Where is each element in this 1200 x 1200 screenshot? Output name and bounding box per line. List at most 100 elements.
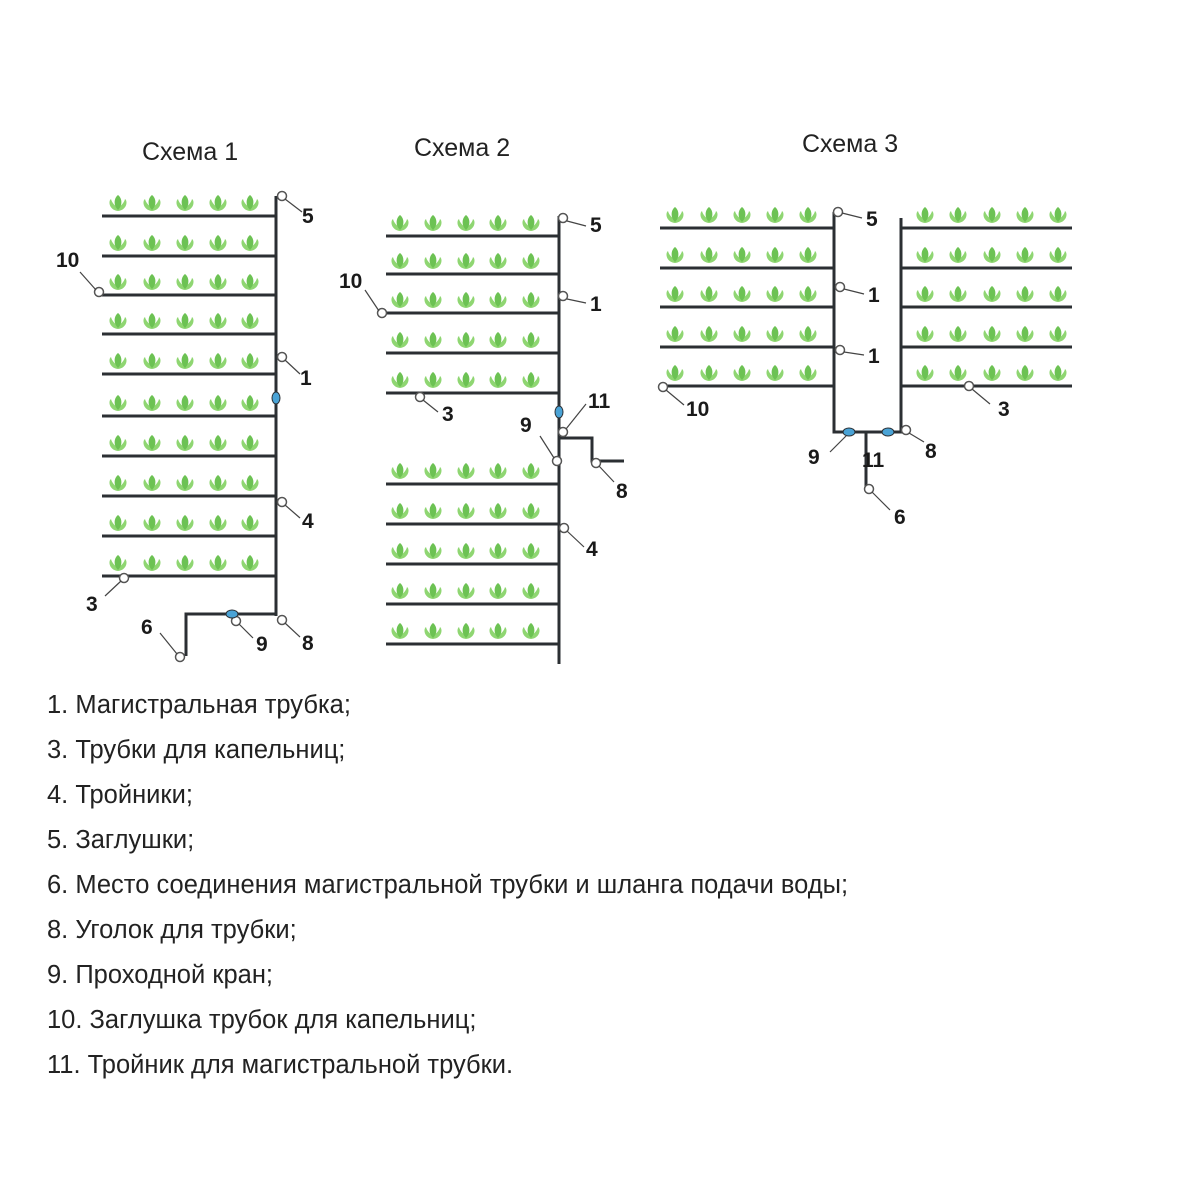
plant-icon [666, 286, 684, 302]
plant-icon [241, 555, 259, 571]
scheme-2-row [386, 503, 559, 526]
scheme-1-row [102, 195, 276, 218]
scheme-3-leader-lines [665, 212, 991, 511]
plant-icon [457, 215, 475, 231]
scheme-2-row [386, 215, 559, 238]
scheme-2-callout-8: 8 [616, 480, 628, 503]
plant-icon [489, 623, 507, 639]
plant-icon [109, 274, 127, 290]
scheme-3-callout-6: 6 [894, 506, 906, 529]
legend-item-8: 8. Уголок для трубки; [47, 916, 297, 944]
plant-icon [766, 326, 784, 342]
plant-icon [983, 365, 1001, 381]
legend-item-4: 4. Тройники; [47, 781, 193, 809]
scheme-2-row [386, 332, 559, 355]
plant-icon [424, 332, 442, 348]
scheme-1-row [102, 235, 276, 258]
legend-item-5: 5. Заглушки; [47, 826, 195, 854]
scheme-2-leader-lines [364, 220, 615, 548]
plant-icon [143, 274, 161, 290]
plant-icon [109, 235, 127, 251]
plant-icon [424, 543, 442, 559]
plant-icon [733, 247, 751, 263]
plant-icon [666, 207, 684, 223]
plant-icon [176, 515, 194, 531]
s3-left-row [660, 365, 834, 388]
plant-icon [424, 215, 442, 231]
plant-icon [489, 292, 507, 308]
plant-icon [241, 195, 259, 211]
plant-icon [109, 475, 127, 491]
plant-icon [1016, 247, 1034, 263]
scheme-3-title: Схема 3 [802, 130, 898, 158]
scheme-3-callout-5: 5 [866, 208, 878, 231]
plant-icon [489, 543, 507, 559]
plant-icon [766, 286, 784, 302]
s3-right-row [901, 286, 1072, 309]
plant-icon [949, 286, 967, 302]
plant-icon [700, 207, 718, 223]
scheme-1-valves [225, 391, 281, 619]
plant-icon [143, 195, 161, 211]
scheme-1-row [102, 395, 276, 418]
scheme-3-callout-9: 9 [808, 446, 820, 469]
plant-icon [489, 503, 507, 519]
plant-icon [733, 326, 751, 342]
scheme-1-row [102, 515, 276, 538]
plant-icon [143, 313, 161, 329]
plant-icon [766, 207, 784, 223]
s3-left-row [660, 207, 834, 230]
plant-icon [176, 235, 194, 251]
plant-icon [209, 195, 227, 211]
plant-icon [916, 207, 934, 223]
plant-icon [1016, 326, 1034, 342]
plant-icon [209, 475, 227, 491]
plant-icon [241, 313, 259, 329]
scheme-2-callout-10: 10 [339, 270, 362, 293]
plant-icon [143, 555, 161, 571]
plant-icon [176, 555, 194, 571]
plant-icon [799, 247, 817, 263]
scheme-2-row [386, 292, 559, 315]
s3-right-row [901, 326, 1072, 349]
plant-icon [983, 207, 1001, 223]
scheme-2-row [386, 623, 559, 646]
plant-icon [241, 395, 259, 411]
plant-icon [109, 313, 127, 329]
scheme-1-fittings [93, 190, 288, 663]
scheme-2-main-pipe [557, 216, 624, 664]
scheme-3-callout-11: 11 [862, 449, 885, 472]
plant-icon [209, 235, 227, 251]
plant-icon [799, 326, 817, 342]
plant-icon [109, 353, 127, 369]
plant-icon [143, 515, 161, 531]
scheme-2-callout-11: 11 [588, 390, 611, 413]
scheme-3-main-pipe [832, 212, 903, 490]
plant-icon [391, 543, 409, 559]
s3-left-row [660, 286, 834, 309]
plant-icon [522, 463, 540, 479]
plant-icon [457, 253, 475, 269]
plant-icon [1049, 207, 1067, 223]
plant-icon [457, 292, 475, 308]
scheme-2-callout-5: 5 [590, 214, 602, 237]
scheme-1-callout-6: 6 [141, 616, 153, 639]
plant-icon [522, 253, 540, 269]
plant-icon [424, 253, 442, 269]
plant-icon [391, 292, 409, 308]
plant-icon [241, 475, 259, 491]
plant-icon [391, 583, 409, 599]
scheme-1-leader-lines [79, 198, 303, 655]
plant-icon [391, 503, 409, 519]
plant-icon [176, 475, 194, 491]
plant-icon [176, 195, 194, 211]
scheme-2-callout-1: 1 [590, 293, 602, 316]
scheme-3-callout-8: 8 [925, 440, 937, 463]
plant-icon [1016, 207, 1034, 223]
plant-icon [176, 353, 194, 369]
plant-icon [489, 463, 507, 479]
plant-icon [1049, 365, 1067, 381]
s3-right-row [901, 247, 1072, 270]
plant-icon [733, 207, 751, 223]
plant-icon [209, 395, 227, 411]
